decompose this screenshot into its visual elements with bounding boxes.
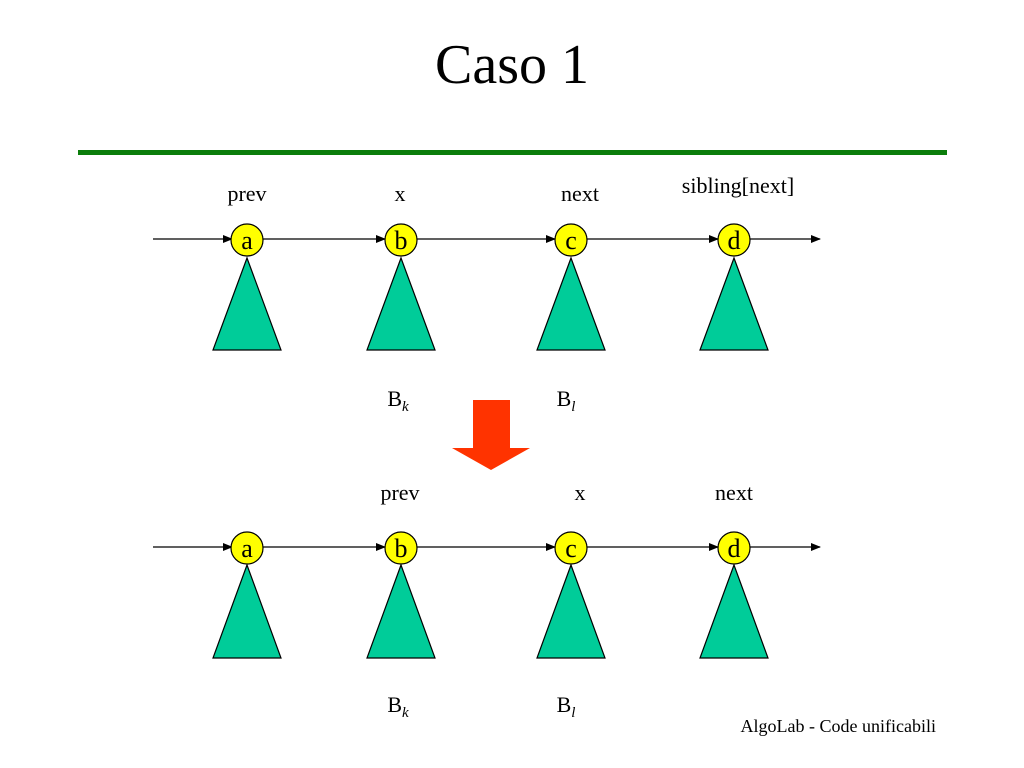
top-tree-label-bl-sub: l — [571, 399, 576, 415]
bottom-label-prev: prev — [380, 480, 420, 505]
bottom-node-b-label: b — [395, 534, 408, 563]
top-node-a-label: a — [241, 226, 253, 255]
slide-title: Caso 1 — [435, 34, 589, 96]
top-tree-a — [212, 256, 282, 351]
top-tree-label-bk-base: B — [387, 386, 403, 411]
top-node-a — [230, 223, 264, 257]
top-label-prev: prev — [227, 181, 267, 206]
top-node-b — [384, 223, 418, 257]
bottom-label-next: next — [715, 480, 753, 505]
down-arrow — [452, 400, 530, 470]
top-node-c — [554, 223, 588, 257]
title-divider — [78, 150, 947, 155]
top-label-sibling-next: sibling[next] — [681, 173, 795, 198]
top-tree-label-bl: Bl — [557, 386, 576, 415]
top-tree-label-bl-base: B — [556, 386, 572, 411]
top-node-b-label: b — [395, 226, 408, 255]
top-node-d-label: d — [728, 226, 741, 255]
bottom-node-b — [384, 531, 418, 565]
top-tree-c — [536, 256, 606, 351]
bottom-tree-label-bl-sub: l — [571, 705, 576, 721]
top-tree-d — [699, 256, 769, 351]
bottom-tree-d — [699, 563, 769, 659]
bottom-node-d — [717, 531, 751, 565]
top-row: a b c d — [153, 223, 821, 351]
bottom-node-a-label: a — [241, 534, 253, 563]
bottom-tree-c — [536, 563, 606, 659]
bottom-tree-label-bk: Bk — [387, 692, 408, 721]
slide-footer: AlgoLab - Code unificabili — [740, 716, 936, 736]
bottom-node-d-label: d — [728, 534, 741, 563]
top-tree-label-bk: Bk — [387, 386, 408, 415]
top-label-next: next — [561, 181, 599, 206]
bottom-node-c — [554, 531, 588, 565]
top-node-c-label: c — [565, 226, 577, 255]
top-node-d — [717, 223, 751, 257]
bottom-row: a b c d — [153, 531, 821, 659]
bottom-node-c-label: c — [565, 534, 577, 563]
bottom-tree-label-bk-base: B — [387, 692, 403, 717]
bottom-tree-label-bk-sub: k — [402, 705, 409, 721]
bottom-label-x: x — [574, 480, 586, 505]
top-tree-b — [366, 256, 436, 351]
bottom-node-a — [230, 531, 264, 565]
top-tree-label-bk-sub: k — [402, 399, 409, 415]
bottom-tree-label-bl: Bl — [557, 692, 576, 721]
bottom-tree-label-bl-base: B — [556, 692, 572, 717]
bottom-tree-a — [212, 563, 282, 659]
top-label-x: x — [394, 181, 406, 206]
bottom-tree-b — [366, 563, 436, 659]
